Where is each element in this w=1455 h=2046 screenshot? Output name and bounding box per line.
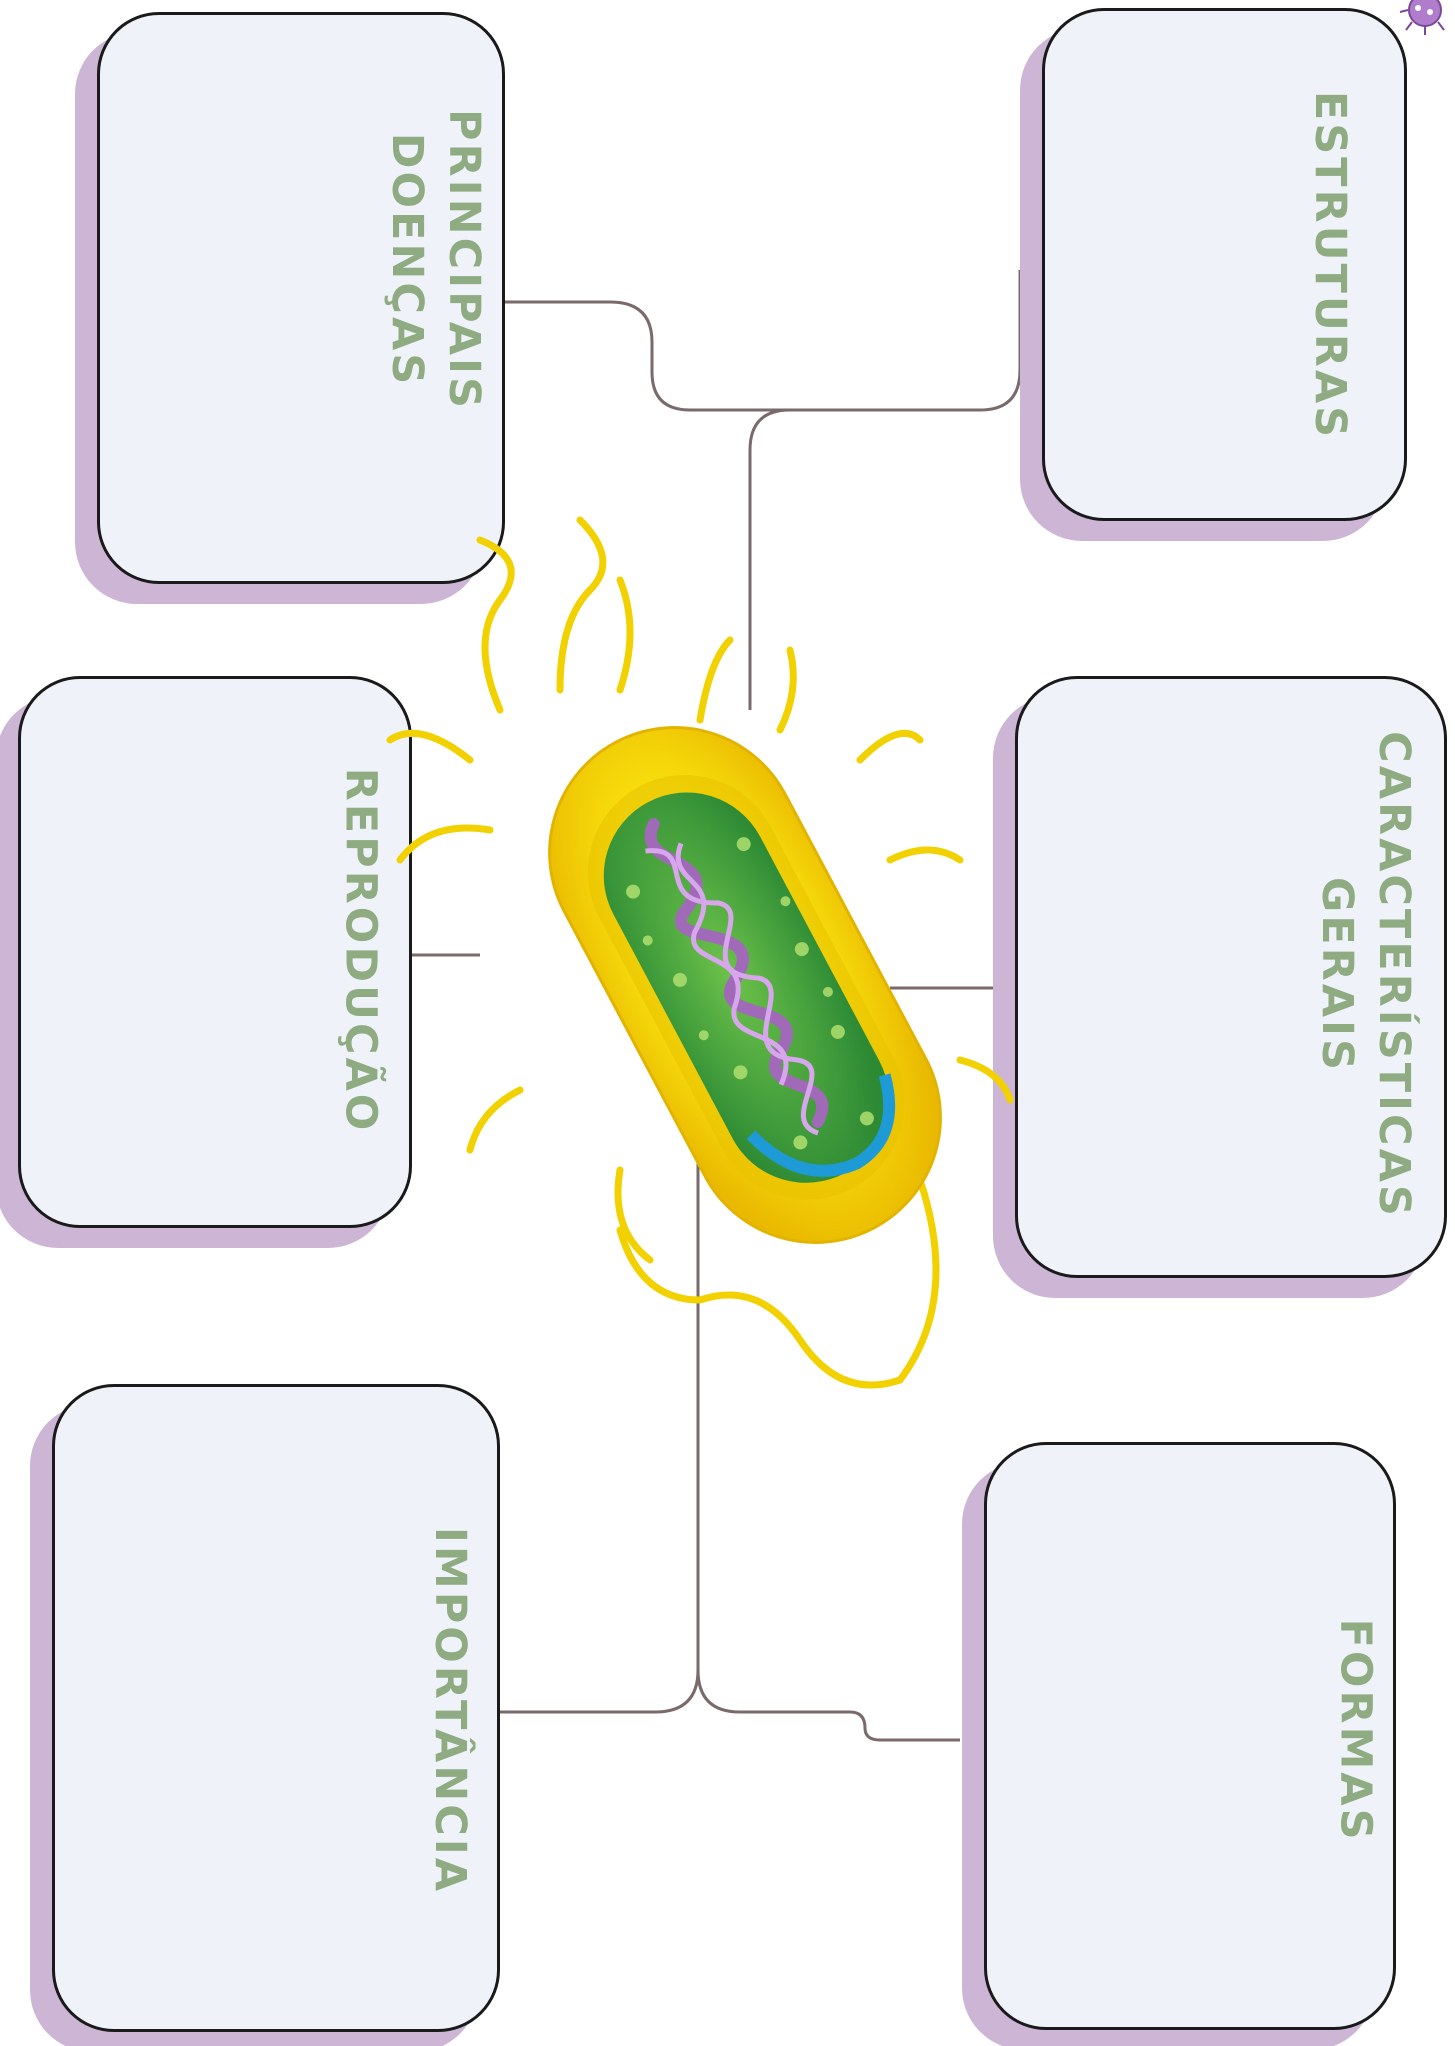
label-caracteristicas-gerais: CARACTERÍSTICAS GERAIS bbox=[1307, 725, 1422, 1225]
connector-formas bbox=[698, 1670, 960, 1740]
label-principais-doencas: PRINCIPAIS DOENÇAS bbox=[385, 95, 485, 425]
bacterium-dna bbox=[634, 814, 832, 1135]
bacterium-flagella bbox=[390, 520, 1010, 1385]
connector-estruturas-to-center bbox=[750, 410, 790, 710]
label-reproducao: REPRODUÇÃO bbox=[330, 760, 390, 1140]
connector-principais-doencas bbox=[503, 270, 1020, 410]
label-formas: FORMAS bbox=[1325, 1610, 1385, 1850]
virus-icon bbox=[1380, 0, 1455, 40]
connector-importancia bbox=[500, 1670, 698, 1712]
label-estruturas: ESTRUTURAS bbox=[1300, 75, 1360, 455]
label-importancia: IMPORTÂNCIA bbox=[420, 1510, 480, 1910]
